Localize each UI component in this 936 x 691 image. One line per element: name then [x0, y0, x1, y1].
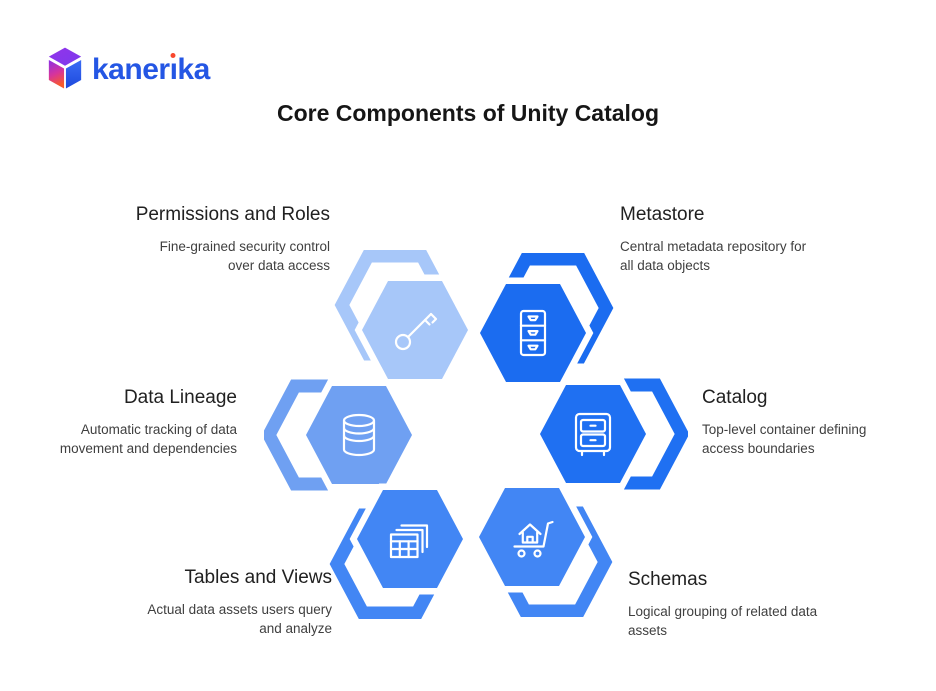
description-line-2: movement and dependencies	[59, 441, 237, 456]
drawer-cabinet-icon	[574, 412, 612, 457]
description-line-2: all data objects	[620, 258, 711, 273]
component-description: Logical grouping of related data assets	[628, 602, 890, 640]
hexagon-metastore	[472, 253, 614, 389]
component-description: Fine-grained security control over data …	[68, 237, 330, 275]
description-line-2: assets	[628, 623, 668, 638]
component-description: Central metadata repository for all data…	[620, 237, 882, 275]
stacked-tables-icon	[389, 524, 429, 559]
description-line-2: over data access	[227, 258, 330, 273]
description-line-1: Logical grouping of related data	[628, 604, 818, 619]
key-icon	[394, 312, 438, 351]
description-line-2: and analyze	[259, 621, 332, 636]
description-line-1: Actual data assets users query	[147, 602, 332, 617]
component-label: Permissions and Roles	[135, 204, 330, 225]
component-label: Metastore	[620, 204, 705, 225]
component-label: Catalog	[702, 387, 768, 408]
description-line-1: Automatic tracking of data	[80, 422, 237, 437]
database-icon	[342, 413, 376, 457]
component-label: Data Lineage	[123, 387, 237, 408]
component-label: Schemas	[628, 569, 708, 590]
component-description: Automatic tracking of data movement and …	[0, 420, 237, 458]
logo-i-dot	[170, 53, 176, 58]
page-title: Core Components of Unity Catalog	[276, 100, 660, 126]
component-text-data-lineage: Data Lineage Automatic tracking of data …	[0, 386, 237, 458]
description-line-1: Central metadata repository for	[620, 239, 807, 254]
component-text-metastore: Metastore Central metadata repository fo…	[620, 203, 882, 275]
component-text-permissions-and-roles: Permissions and Roles Fine-grained secur…	[68, 203, 330, 275]
hexagon-tables-and-views	[329, 483, 471, 619]
hexagon-permissions-and-roles	[334, 250, 476, 386]
component-text-tables-and-views: Tables and Views Actual data assets user…	[70, 566, 332, 638]
hexagon-catalog	[532, 378, 688, 490]
hexagon-schemas	[471, 481, 613, 617]
description-line-2: access boundaries	[702, 441, 815, 456]
component-text-catalog: Catalog Top-level container defining acc…	[702, 386, 936, 458]
file-cabinet-icon	[519, 309, 547, 357]
component-description: Actual data assets users query and analy…	[70, 600, 332, 638]
house-cart-icon	[513, 520, 554, 558]
kanerika-cube-logo-icon	[48, 47, 82, 89]
component-label: Tables and Views	[184, 567, 332, 588]
description-line-1: Top-level container defining	[702, 422, 867, 437]
component-text-schemas: Schemas Logical grouping of related data…	[628, 568, 890, 640]
description-line-1: Fine-grained security control	[159, 239, 330, 254]
component-description: Top-level container defining access boun…	[702, 420, 936, 458]
